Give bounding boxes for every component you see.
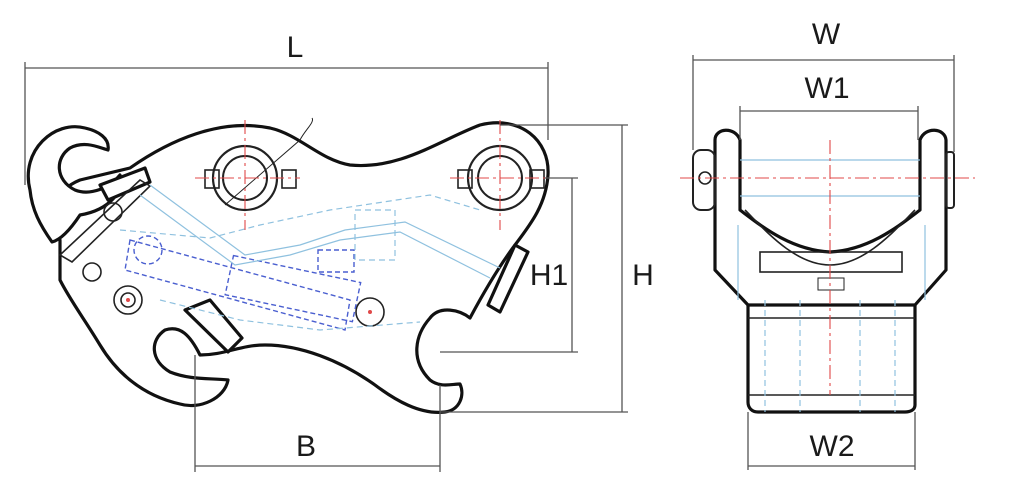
dim-W2-label: W2 <box>810 430 855 463</box>
hydraulic-cylinder <box>124 239 351 331</box>
hidden-block <box>354 209 396 261</box>
cylinder-body <box>224 254 362 323</box>
rear-pin-bolt-right <box>529 169 545 189</box>
front-view-dimensions: W W1 W2 <box>692 18 955 470</box>
cylinder-pivot <box>133 235 163 265</box>
dim-W-label: W <box>812 18 841 51</box>
coupler-body-side-outline <box>51 121 550 414</box>
side-view <box>26 117 555 414</box>
cradle-block <box>759 251 903 273</box>
wedge-plate-right <box>486 243 530 314</box>
cradle-center-block <box>817 277 845 291</box>
wedge-block-top <box>98 166 152 202</box>
hole-upper-left <box>103 202 123 222</box>
wedge-block-bottom <box>183 298 244 354</box>
valve-block <box>317 249 355 273</box>
right-pin-end <box>945 151 955 209</box>
rear-pin-bolt-left <box>457 169 473 189</box>
cylinder-end-center <box>368 310 372 314</box>
hole-cylinder-pivot-inner <box>120 292 136 308</box>
left-pin-end <box>692 149 716 211</box>
dim-L-label: L <box>287 31 304 64</box>
hidden-profile <box>119 194 481 239</box>
front-pin-bolt-right <box>281 169 297 189</box>
base-block <box>746 296 917 414</box>
front-view <box>680 128 975 414</box>
hidden-link-arm-2 <box>149 184 501 269</box>
pivot-center <box>126 298 130 302</box>
grease-line <box>224 117 314 206</box>
hidden-link-arm <box>139 194 491 279</box>
hole-cylinder-pivot-outer <box>113 285 143 315</box>
front-pin-bolt-left <box>204 169 220 189</box>
hidden-profile-2 <box>159 299 421 331</box>
side-view-dimensions: L H H1 B <box>24 31 654 472</box>
dim-W1-label: W1 <box>805 72 850 105</box>
front-hook <box>26 125 123 244</box>
dim-H-label: H <box>632 259 654 292</box>
wedge-plate-left <box>58 179 152 263</box>
dim-H1-label: H1 <box>530 259 568 292</box>
dim-B-label: B <box>296 430 316 463</box>
hole-lower-left <box>82 262 102 282</box>
